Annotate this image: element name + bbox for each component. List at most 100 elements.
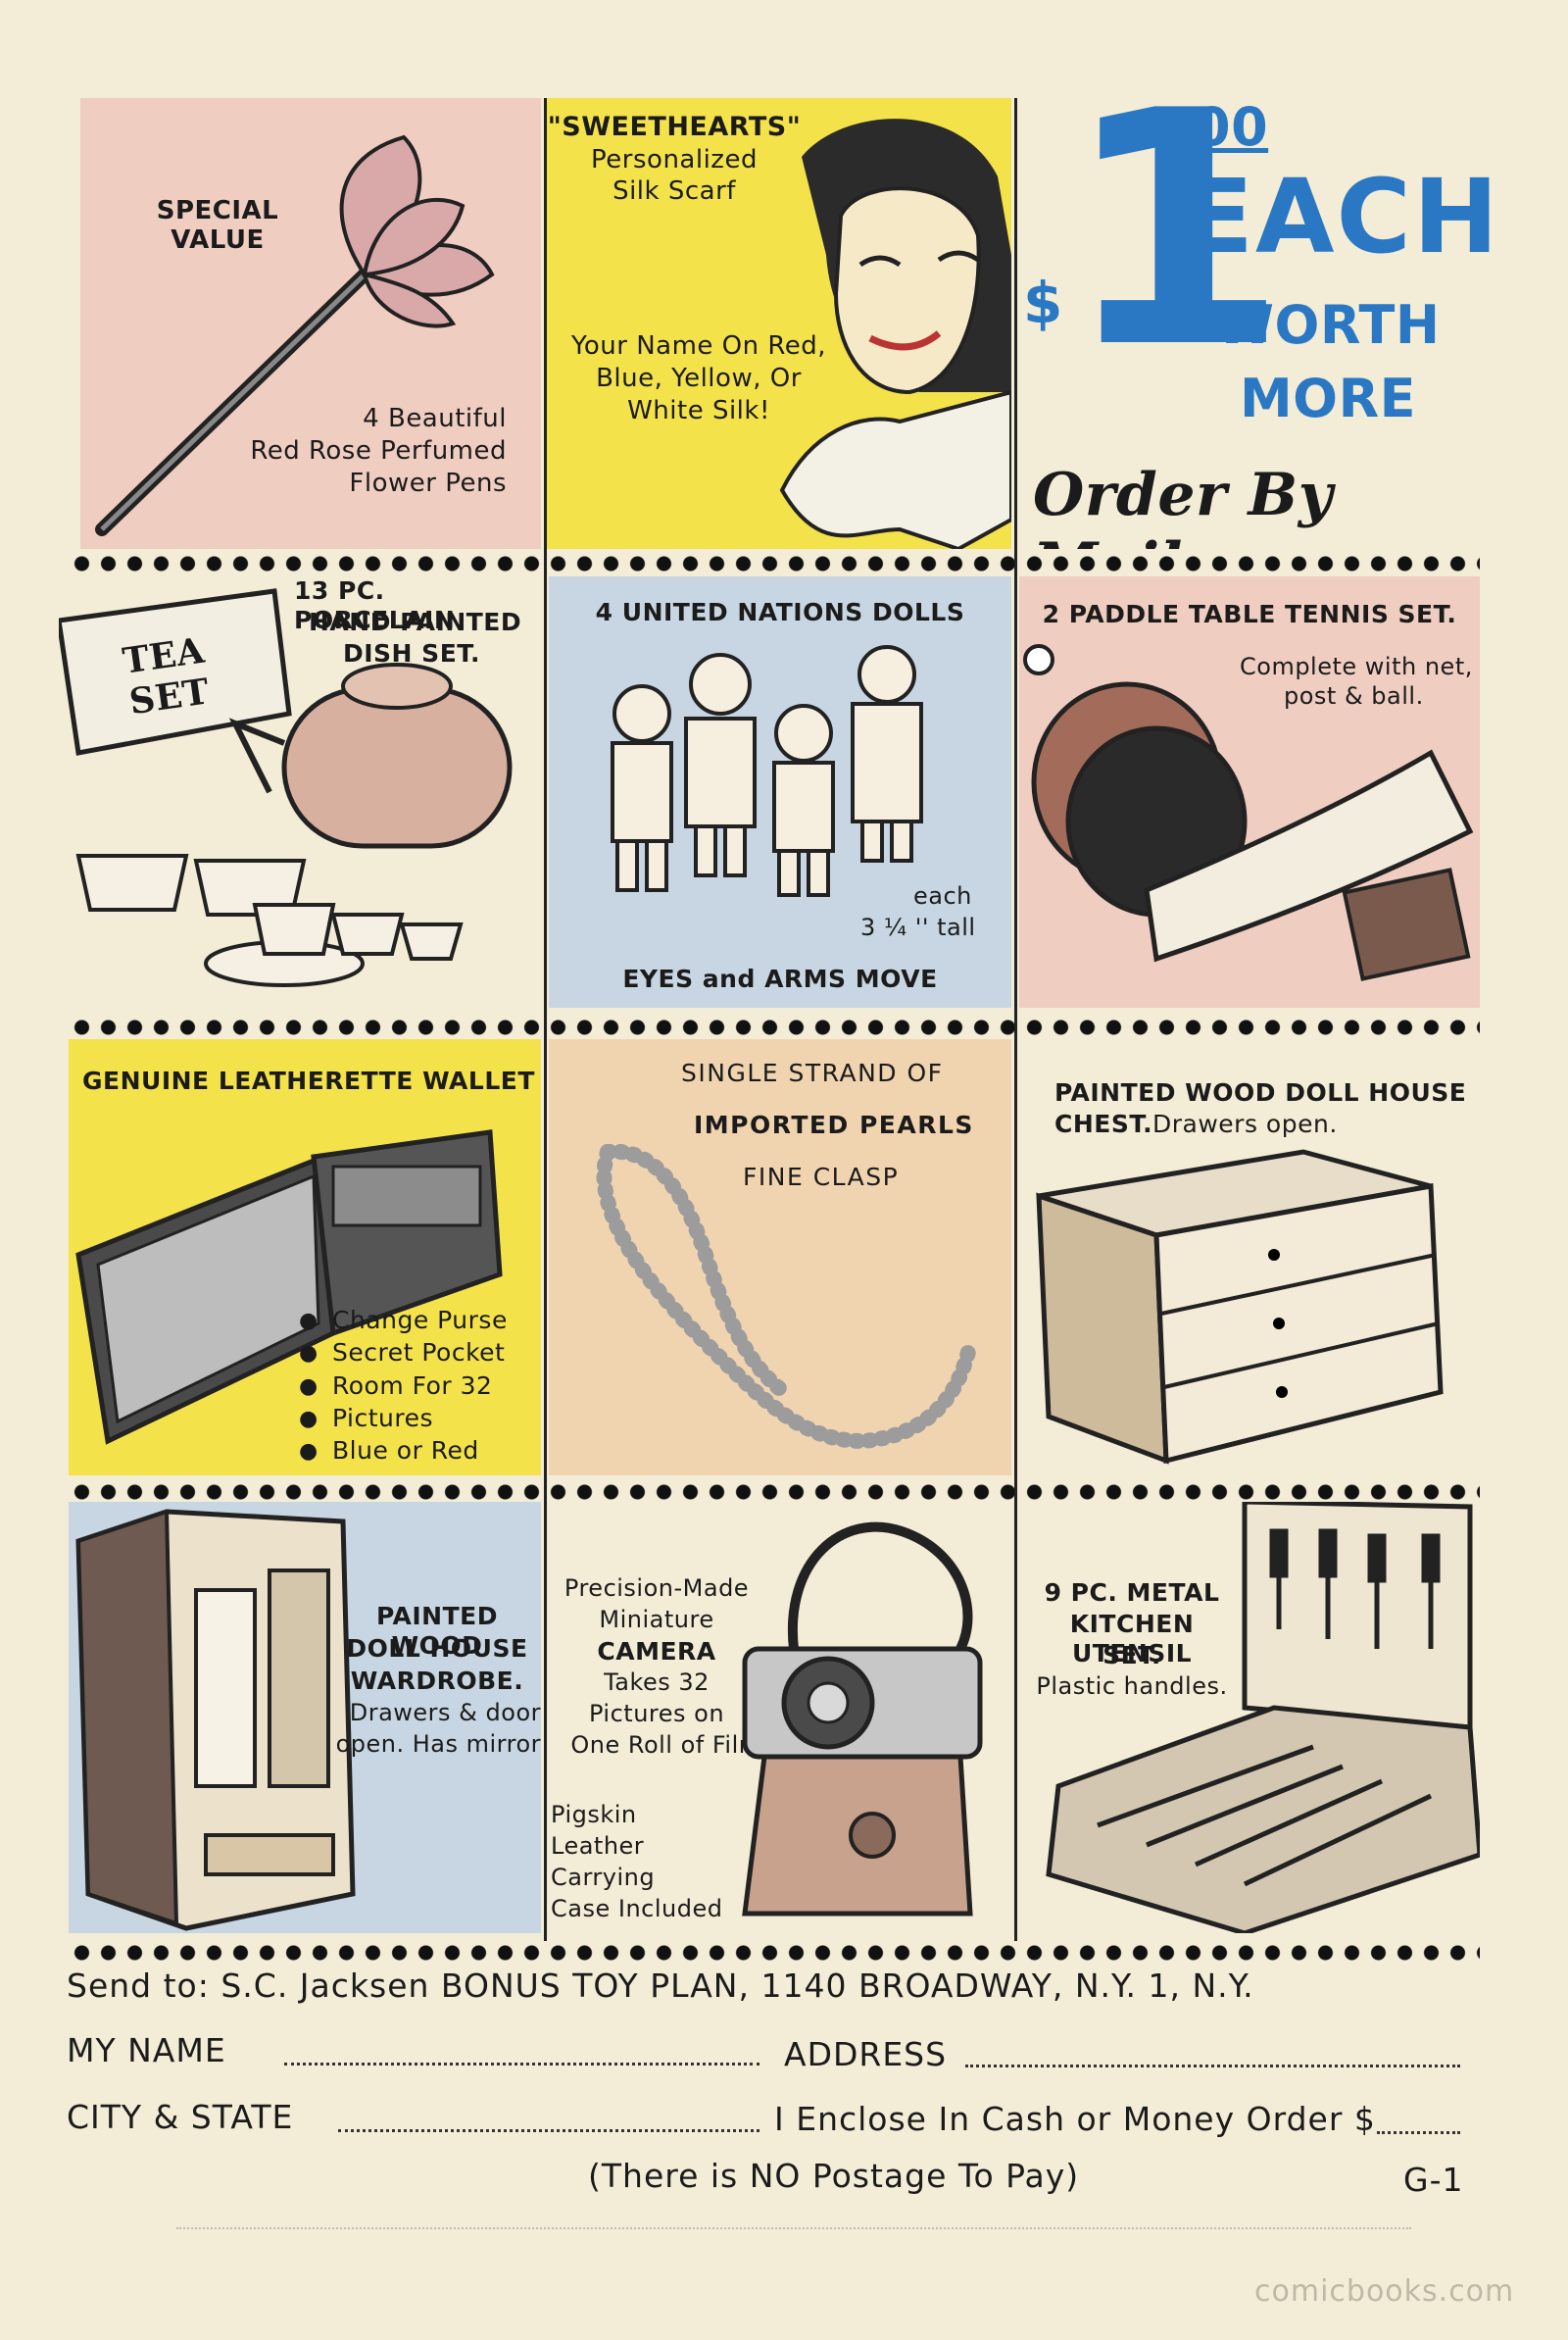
panel-kitchen: 9 PC. METAL KITCHEN UTENSIL SET. Plastic… <box>1019 1502 1480 1933</box>
dotted-divider-2 <box>69 1018 1480 1037</box>
tea-set-illustration <box>59 588 513 987</box>
chest-illustration <box>1036 1149 1444 1465</box>
headline-dollar: $ <box>1023 270 1063 336</box>
tennis-desc-1: Complete with net, <box>1240 653 1473 680</box>
headline-cents: 00 <box>1194 98 1269 158</box>
dolls-title: 4 UNITED NATIONS DOLLS <box>595 598 965 626</box>
wallet-illustration <box>75 1129 503 1445</box>
scarf-sub-1: Personalized <box>591 145 758 174</box>
pens-desc-2: Red Rose Perfumed <box>250 436 507 466</box>
panel-chest: PAINTED WOOD DOLL HOUSE CHEST. Drawers o… <box>1019 1039 1480 1475</box>
pearls-line-2: IMPORTED PEARLS <box>694 1111 974 1139</box>
pens-value: VALUE <box>171 225 265 255</box>
camera-case-2: Leather <box>551 1832 645 1860</box>
scarf-desc-3: White Silk! <box>627 396 770 425</box>
wallet-feature-continued: Pictures <box>299 1402 508 1434</box>
tennis-title: 2 PADDLE TABLE TENNIS SET. <box>1042 600 1457 628</box>
send-to-address: Send to: S.C. Jacksen BONUS TOY PLAN, 11… <box>67 1967 1254 2005</box>
wardrobe-line-1: PAINTED WOOD <box>376 1602 498 1660</box>
camera-line-5: Pictures on <box>588 1700 725 1727</box>
kitchen-line-3: SET. <box>1102 1641 1161 1669</box>
address-field[interactable] <box>965 2065 1460 2067</box>
dish-line-2: HAND PAINTED <box>309 608 522 636</box>
city-state-field[interactable] <box>338 2129 760 2132</box>
kitchen-line-2: KITCHEN UTENSIL <box>1069 1610 1195 1668</box>
pens-special: SPECIAL <box>156 196 279 225</box>
headline-order: Order By Mail <box>1033 461 1334 549</box>
amount-field[interactable] <box>1377 2131 1460 2134</box>
panel-scarf: "SWEETHEARTS" Personalized Silk Scarf Yo… <box>547 98 1011 549</box>
form-code: G-1 <box>1403 2161 1464 2199</box>
headline-more: MORE <box>1239 368 1417 429</box>
camera-illustration <box>742 1521 983 1917</box>
my-name-field[interactable] <box>284 2063 760 2066</box>
pearls-line-3: FINE CLASP <box>743 1163 900 1191</box>
wallet-feature: Blue or Red <box>299 1434 508 1467</box>
wallet-title: GENUINE LEATHERETTE WALLET <box>82 1067 535 1095</box>
panel-headline: $ 1 00 EACH WORTH MORE Order By Mail <box>1019 98 1490 549</box>
panel-camera: Precision-Made Miniature CAMERA Takes 32… <box>549 1502 1011 1933</box>
rose-pen-illustration <box>95 134 495 536</box>
panel-divider <box>544 98 547 1941</box>
tennis-illustration <box>1023 644 1474 981</box>
panel-wardrobe: PAINTED WOOD DOLL HOUSE WARDROBE. Drawer… <box>69 1502 541 1933</box>
chest-line-2: CHEST. <box>1054 1110 1153 1138</box>
wallet-feature: Room For 32 <box>299 1369 508 1402</box>
wallet-features: Change Purse Secret Pocket Room For 32 P… <box>299 1304 508 1467</box>
city-state-label: CITY & STATE <box>67 2098 294 2136</box>
dolls-footer: EYES and ARMS MOVE <box>622 965 938 993</box>
wardrobe-illustration <box>75 1509 356 1931</box>
kitchen-line-1: 9 PC. METAL <box>1044 1578 1220 1607</box>
headline-one: 1 <box>1063 98 1290 419</box>
pearls-line-1: SINGLE STRAND OF <box>681 1059 944 1087</box>
panel-dolls: 4 UNITED NATIONS DOLLS each 3 ¼ '' tall … <box>549 576 1011 1008</box>
watermark: comicbooks.com <box>1254 2274 1515 2309</box>
wardrobe-line-4: Drawers & door <box>349 1699 541 1726</box>
camera-line-1: Precision-Made <box>564 1574 750 1602</box>
scarf-desc-2: Blue, Yellow, Or <box>596 364 802 393</box>
pearls-illustration <box>596 1143 978 1450</box>
panel-divider <box>1014 98 1017 1941</box>
woman-scarf-illustration <box>779 119 1011 549</box>
dolls-each: each <box>913 882 972 910</box>
wardrobe-line-3: WARDROBE. <box>350 1667 524 1695</box>
dish-line-3: DISH SET. <box>343 639 481 668</box>
address-label: ADDRESS <box>784 2035 948 2073</box>
camera-case-4: Case Included <box>551 1895 723 1922</box>
dotted-divider-1 <box>69 554 1480 573</box>
panel-dish-set: 13 PC. PORCELAIN HAND PAINTED DISH SET. … <box>59 576 541 1013</box>
headline-worth: WORTH <box>1215 294 1441 356</box>
chest-line-1: PAINTED WOOD DOLL HOUSE <box>1054 1078 1467 1107</box>
wardrobe-line-2: DOLL HOUSE <box>346 1634 528 1663</box>
wallet-feature: Secret Pocket <box>299 1336 508 1369</box>
camera-line-6: One Roll of Film <box>570 1731 762 1759</box>
camera-line-2: Miniature <box>599 1606 714 1633</box>
dish-line-1: 13 PC. PORCELAIN <box>294 576 456 634</box>
headline-each: EACH <box>1184 157 1490 276</box>
camera-case-1: Pigskin <box>551 1801 637 1828</box>
pens-desc-3: Flower Pens <box>349 469 507 498</box>
scarf-title: "SWEETHEARTS" <box>547 112 802 142</box>
pens-desc-1: 4 Beautiful <box>363 404 507 433</box>
wallet-feature: Change Purse <box>299 1304 508 1336</box>
panel-tennis: 2 PADDLE TABLE TENNIS SET. Complete with… <box>1019 576 1480 1008</box>
panel-pens: SPECIAL VALUE 4 Beautiful Red Rose Perfu… <box>80 98 541 549</box>
wardrobe-line-5: open. Has mirror <box>335 1730 541 1758</box>
dotted-divider-3 <box>69 1482 1480 1502</box>
kitchen-utensils-illustration <box>1046 1502 1480 1933</box>
camera-case-3: Carrying <box>551 1864 656 1891</box>
camera-line-3: CAMERA <box>597 1637 716 1666</box>
dotted-divider-4 <box>69 1943 1480 1963</box>
scarf-sub-2: Silk Scarf <box>612 176 736 206</box>
tennis-desc-2: post & ball. <box>1284 682 1424 710</box>
scarf-desc-1: Your Name On Red, <box>570 331 827 361</box>
kitchen-line-4: Plastic handles. <box>1036 1672 1228 1700</box>
dolls-illustration <box>611 645 923 897</box>
no-postage-note: (There is NO Postage To Pay) <box>588 2157 1080 2195</box>
camera-line-4: Takes 32 <box>604 1668 710 1696</box>
enclose-label: I Enclose In Cash or Money Order $ <box>774 2100 1376 2138</box>
cut-line <box>176 2227 1411 2229</box>
panel-wallet: GENUINE LEATHERETTE WALLET Change Purse … <box>69 1039 541 1475</box>
panel-pearls: SINGLE STRAND OF IMPORTED PEARLS FINE CL… <box>549 1039 1011 1475</box>
my-name-label: MY NAME <box>67 2031 226 2069</box>
